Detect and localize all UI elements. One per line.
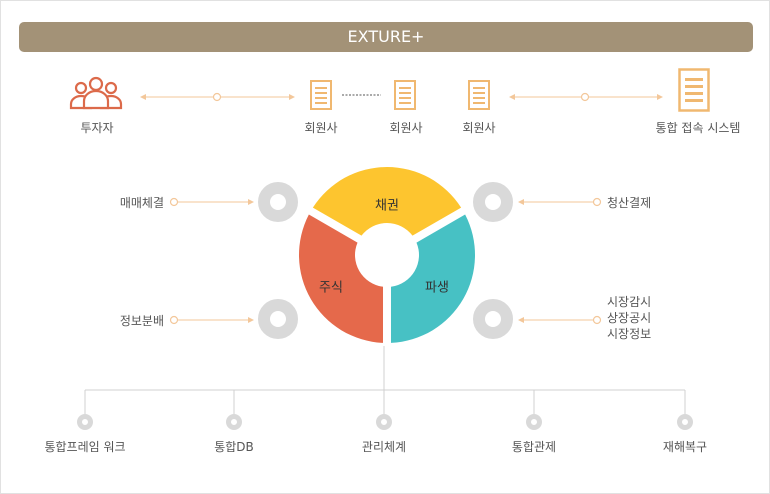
member-label: 회원사 xyxy=(304,121,338,135)
mgmt-node-icon xyxy=(376,414,392,430)
arrowhead xyxy=(518,317,524,323)
building-icon xyxy=(394,80,416,110)
investor-group-icon xyxy=(69,76,123,110)
db-label: 통합DB xyxy=(214,440,254,454)
listing-disclosure-label: 상장공시 xyxy=(607,311,652,325)
info-distribution-label: 정보분배 xyxy=(119,314,164,328)
connector-node xyxy=(580,92,590,102)
control-label: 통합관제 xyxy=(511,440,557,454)
connector-node xyxy=(592,315,602,325)
clearing-label: 청산결제 xyxy=(607,196,652,210)
stock-label: 주식 xyxy=(319,280,343,296)
dr-node-icon xyxy=(677,414,693,430)
stock-segment xyxy=(299,214,384,343)
connector-node xyxy=(169,315,179,325)
member-label: 회원사 xyxy=(462,121,496,135)
market-surveillance-label: 시장감시 xyxy=(607,295,652,309)
surveillance-ring-icon xyxy=(473,299,513,339)
db-node-icon xyxy=(226,414,242,430)
bond-label: 채권 xyxy=(375,198,399,214)
framework-node-icon xyxy=(77,414,93,430)
derivative-segment xyxy=(390,214,475,343)
arrowhead xyxy=(140,94,146,100)
server-system-icon xyxy=(678,68,710,112)
title-banner: EXTURE+ xyxy=(19,22,753,52)
arrowhead xyxy=(657,94,663,100)
dr-label: 재해복구 xyxy=(662,440,708,454)
integrated-system-label: 통합 접속 시스템 xyxy=(655,121,741,135)
trade-label: 매매체결 xyxy=(119,196,164,210)
arrowhead xyxy=(248,317,254,323)
investor-label: 투자자 xyxy=(80,121,114,135)
arrowhead xyxy=(509,94,515,100)
connector-node xyxy=(169,197,179,207)
member-label: 회원사 xyxy=(389,121,423,135)
arrowhead xyxy=(248,199,254,205)
donut-chart xyxy=(299,166,475,343)
surveillance-labels: 시장감시 상장공시 시장정보 xyxy=(607,294,651,342)
derivative-label: 파생 xyxy=(425,280,449,296)
building-icon xyxy=(310,80,332,110)
trade-ring-icon xyxy=(258,182,298,222)
framework-label: 통합프레임 워크 xyxy=(44,440,126,454)
bond-segment xyxy=(312,166,462,236)
arrowhead xyxy=(518,199,524,205)
connector-node xyxy=(592,197,602,207)
arrowhead xyxy=(289,94,295,100)
connector-node xyxy=(212,92,222,102)
info-ring-icon xyxy=(258,299,298,339)
building-icon xyxy=(468,80,490,110)
mgmt-label: 관리체계 xyxy=(361,440,407,454)
control-node-icon xyxy=(526,414,542,430)
clearing-ring-icon xyxy=(473,182,513,222)
market-info-label: 시장정보 xyxy=(607,327,652,341)
